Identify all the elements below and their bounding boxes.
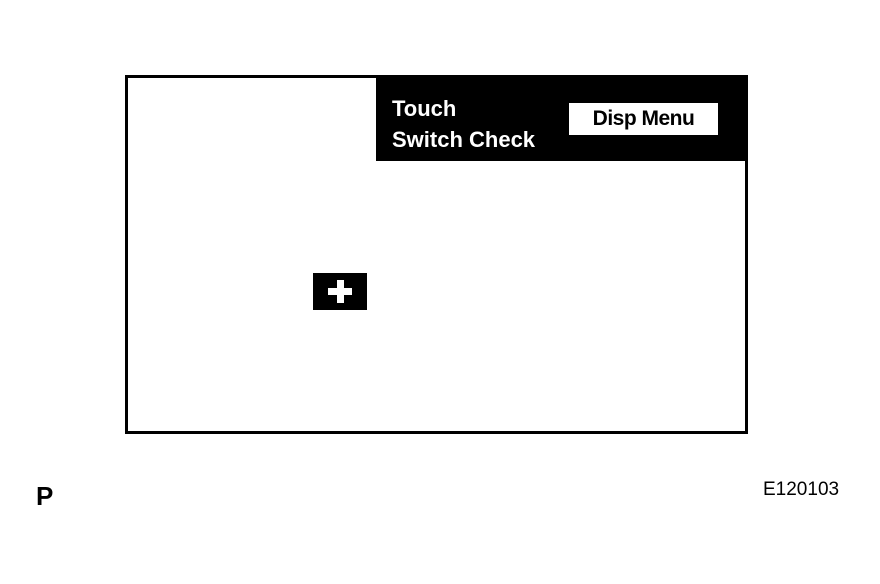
- header-panel: Touch Switch Check Disp Menu: [376, 77, 748, 161]
- position-label: P: [36, 481, 54, 511]
- cross-vertical-bar: [336, 280, 344, 303]
- disp-menu-button[interactable]: Disp Menu: [569, 103, 718, 135]
- touch-screen-display[interactable]: Touch Switch Check Disp Menu: [125, 75, 748, 434]
- title-line-1: Touch: [392, 96, 457, 121]
- plus-cross-icon[interactable]: [313, 273, 367, 310]
- figure-code: E120103: [763, 479, 840, 500]
- screen-title: Touch Switch Check: [392, 93, 535, 155]
- title-line-2: Switch Check: [392, 127, 536, 152]
